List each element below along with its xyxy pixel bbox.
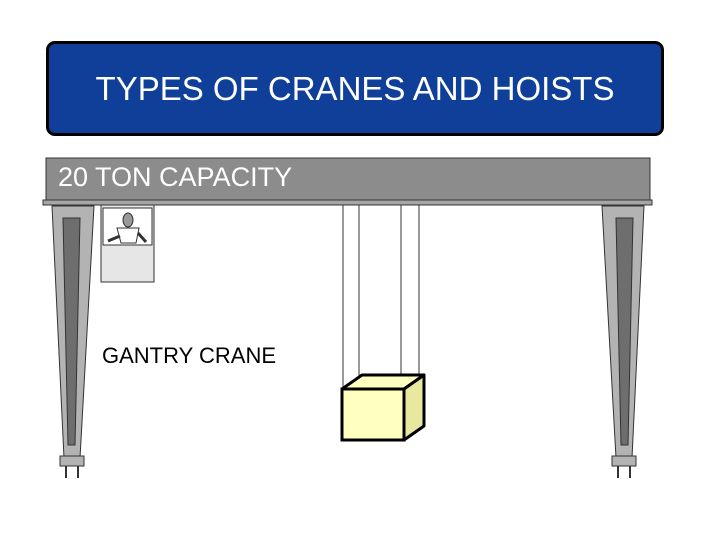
beam-capacity-label: 20 TON CAPACITY bbox=[58, 162, 293, 192]
slide-title: TYPES OF CRANES AND HOISTS bbox=[95, 69, 615, 107]
left-leg bbox=[51, 205, 95, 478]
title-banner: TYPES OF CRANES AND HOISTS bbox=[46, 41, 664, 136]
hoist-cables bbox=[342, 205, 420, 390]
right-leg bbox=[601, 205, 645, 478]
bridge-beam bbox=[45, 157, 651, 202]
beam-flange bbox=[42, 199, 653, 206]
operator-cab bbox=[100, 204, 155, 283]
load-box bbox=[340, 373, 426, 442]
crane-type-label: GANTRY CRANE bbox=[102, 343, 277, 368]
operator-icon bbox=[107, 212, 148, 244]
